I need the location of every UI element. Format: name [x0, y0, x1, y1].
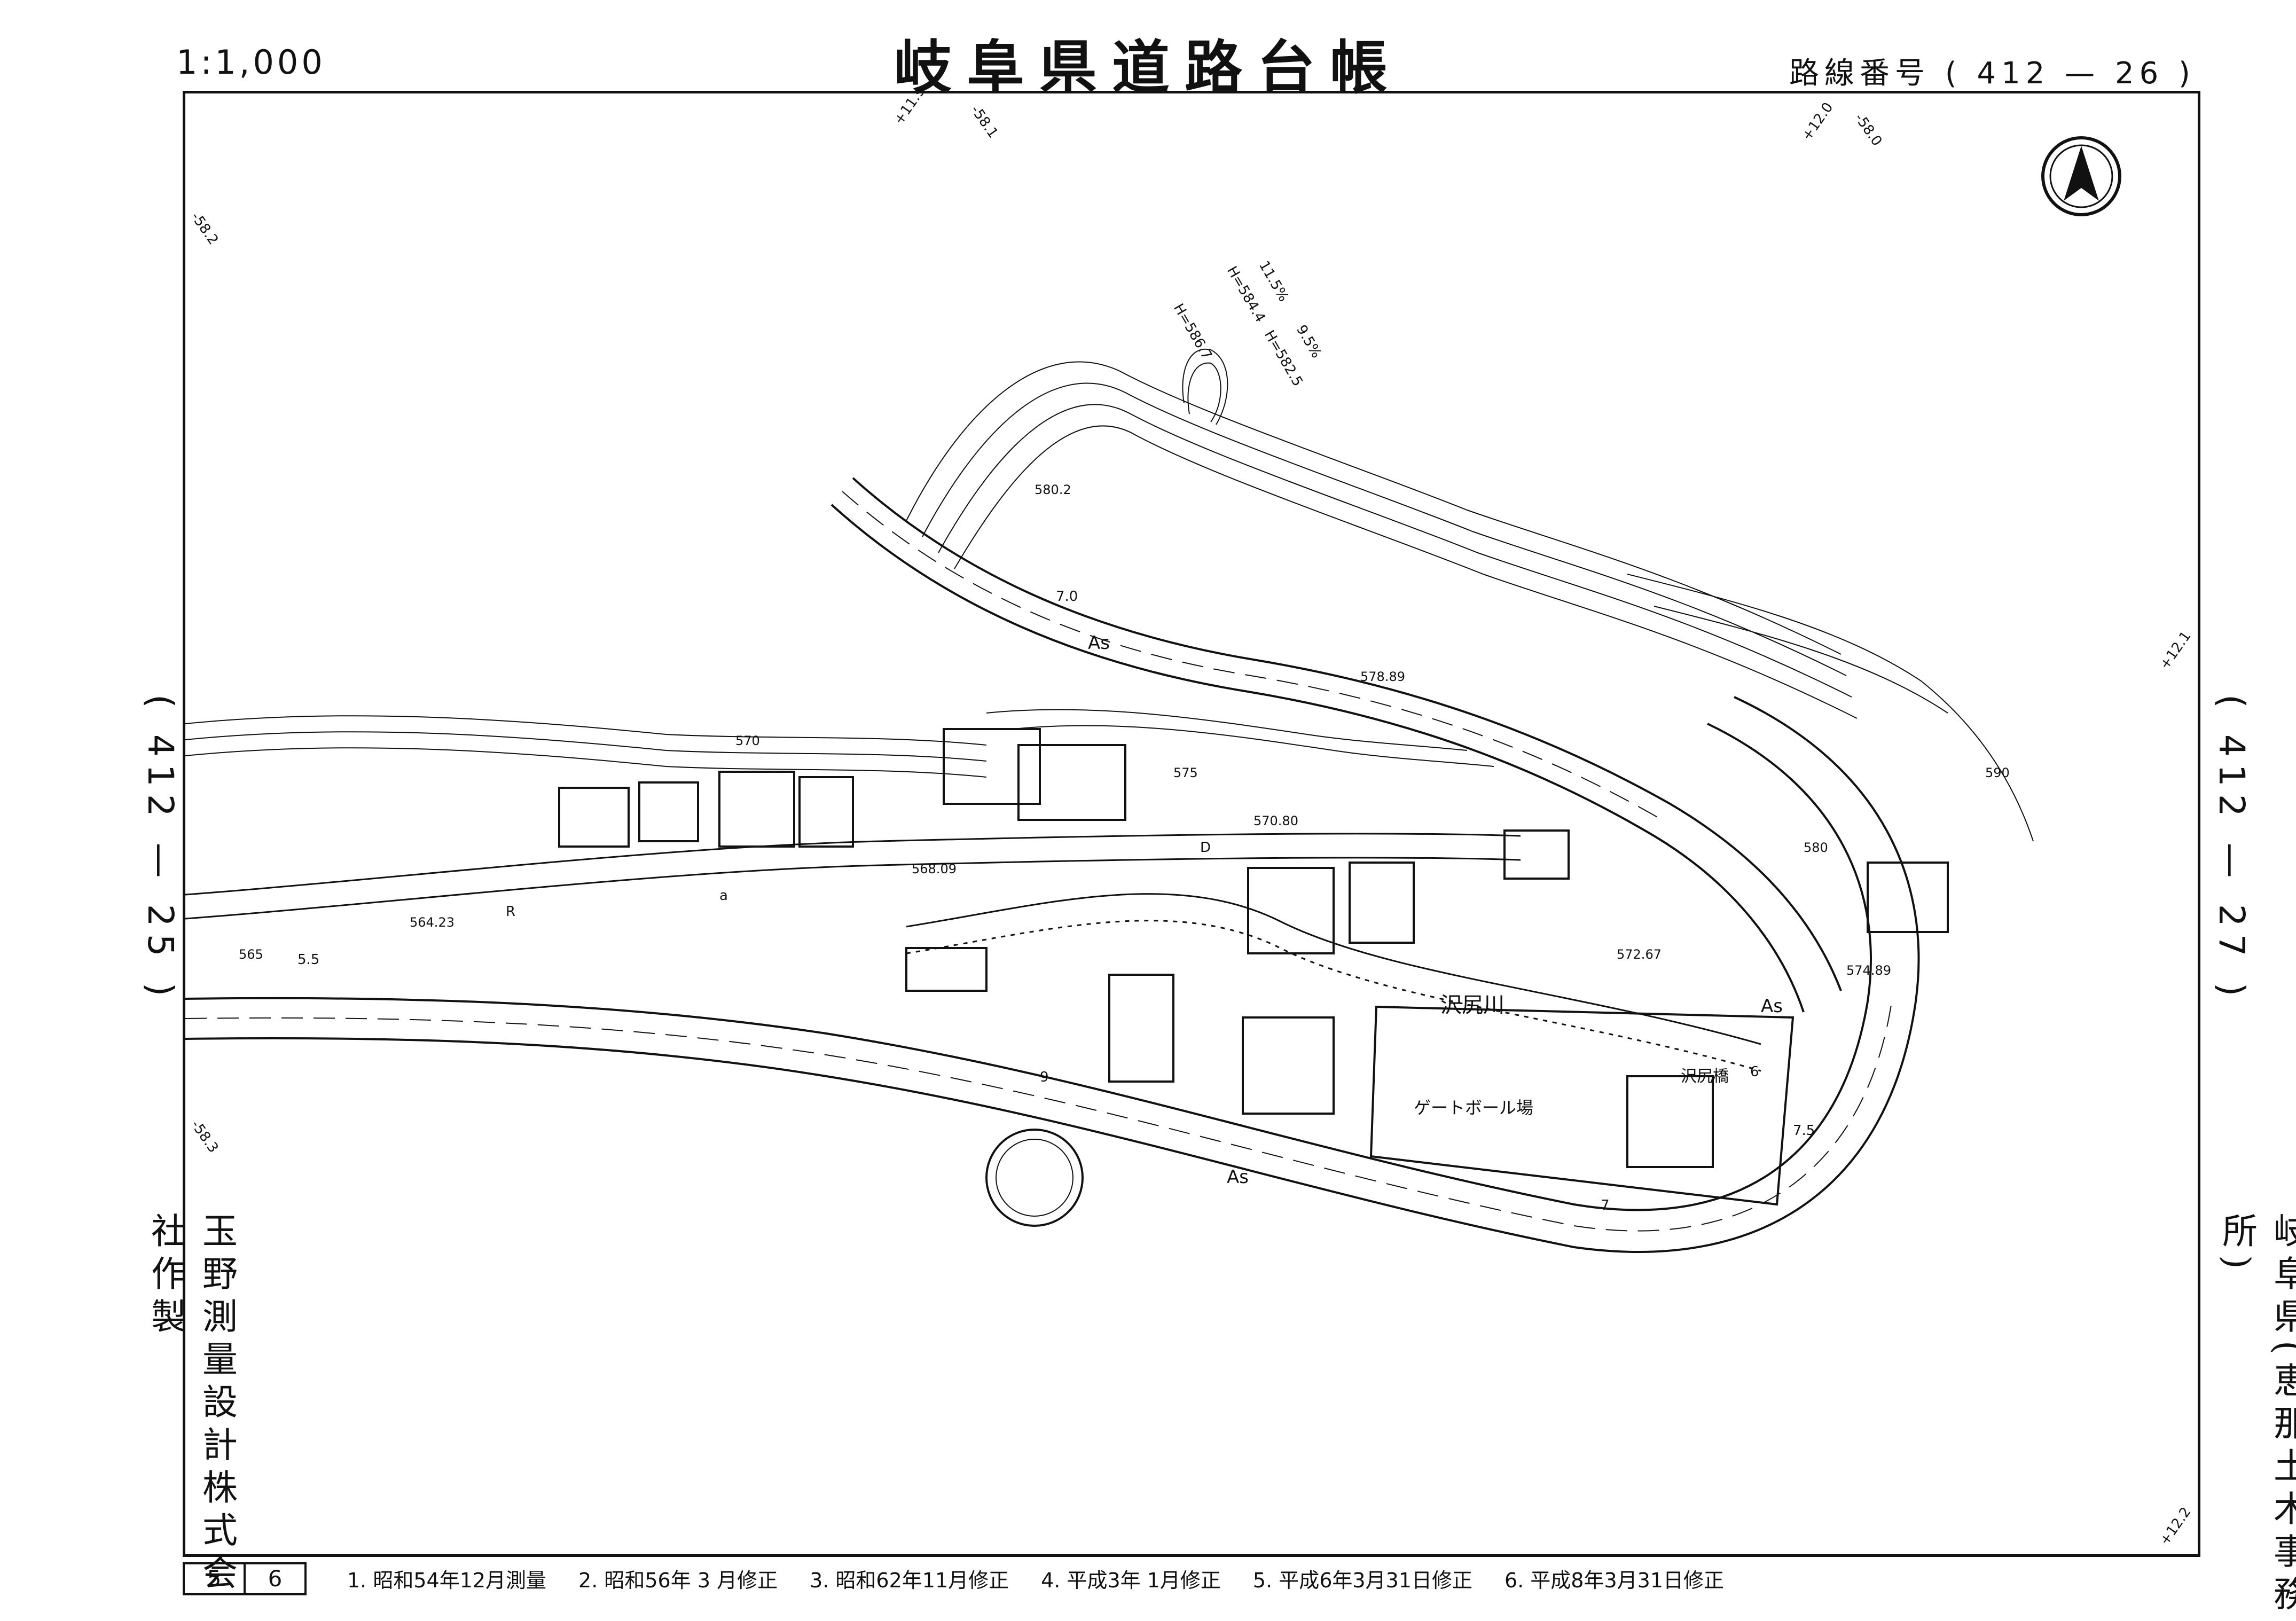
gradient-percent: 9.5% [1293, 323, 1325, 361]
contour-label: 565 [239, 947, 263, 962]
map-labels: 沢尻川 沢尻橋 ゲートボール場 As As As 580.2 578.89 57… [187, 84, 2194, 1548]
elevation-label: 578.89 [1360, 669, 1405, 684]
width-label: 6 [1750, 1064, 1759, 1080]
road-mark: D [1200, 840, 1211, 856]
route-number-value: ( 412 — 26 ) [1945, 56, 2196, 91]
grid-mark: +12.2 [2157, 1505, 2194, 1548]
elevation-label: 564.23 [410, 915, 455, 930]
width-label: 5.5 [297, 952, 319, 968]
width-label: 7.5 [1793, 1123, 1815, 1139]
road-map: 沢尻川 沢尻橋 ゲートボール場 As As As 580.2 578.89 57… [185, 84, 2194, 1548]
route-number: 路線番号 ( 412 — 26 ) [1789, 49, 2196, 92]
page-title: 岐阜県道路台帳 [894, 34, 1402, 101]
elevation-label: 568.09 [912, 862, 957, 876]
bridge-label: 沢尻橋 [1681, 1067, 1729, 1086]
river [906, 893, 1761, 1072]
width-label: 7 [1601, 1197, 1610, 1213]
adjacent-sheet-left: ( 412 — 25 ) [140, 694, 181, 1004]
elevation-label: 570.80 [1253, 813, 1298, 828]
sheet-total: 6 [244, 1564, 304, 1593]
contour-label: 580 [1804, 840, 1828, 855]
map-maker: 玉野測量設計株式会社作製 [145, 1212, 238, 1597]
revision-item: 5. 平成6年3月31日修正 [1252, 1569, 1472, 1592]
contour-label: 570 [735, 733, 760, 748]
revision-item: 3. 昭和62年11月修正 [810, 1569, 1009, 1592]
grid-mark: +11.9 [891, 93, 928, 128]
grid-mark: -58.3 [187, 1117, 221, 1156]
surface-label: As [1088, 632, 1110, 654]
grid-mark: +12.1 [2157, 629, 2194, 672]
gradient-percent: 11.5% [1256, 259, 1291, 305]
sheet-number: 5 [207, 1565, 222, 1592]
surface-label: As [1227, 1166, 1249, 1188]
sheet-number-box: 5 6 [183, 1562, 307, 1595]
revision-item: 4. 平成3年 1月修正 [1041, 1569, 1221, 1592]
field-label: ゲートボール場 [1414, 1098, 1533, 1118]
hill-contours [185, 348, 2034, 842]
revision-item: 2. 昭和56年 3 月修正 [578, 1569, 778, 1592]
map-frame: 沢尻川 沢尻橋 ゲートボール場 As As As 580.2 578.89 57… [183, 84, 2200, 1557]
elevation-label: 580.2 [1035, 482, 1071, 497]
revision-item: 6. 平成8年3月31日修正 [1504, 1569, 1724, 1592]
upper-road [830, 477, 1842, 1013]
road-mark: R [506, 904, 515, 920]
village-road [185, 833, 1521, 920]
issuing-office: 岐阜県(恵那土木事務所) [2216, 1212, 2296, 1618]
contour-label: 590 [1985, 765, 2010, 780]
north-arrow-icon [2041, 136, 2121, 216]
gradient-label: H=586.7 [1170, 301, 1215, 363]
river-label: 沢尻川 [1440, 993, 1504, 1017]
buildings [558, 728, 1949, 1227]
width-label: 7.0 [1056, 589, 1078, 605]
grid-mark: -58.0 [1851, 111, 1885, 149]
surface-label: As [1761, 996, 1783, 1017]
grid-mark: +12.0 [1799, 100, 1836, 144]
grid-mark: -58.1 [967, 103, 1001, 141]
grid-mark: -58.2 [187, 209, 221, 248]
elevation-label: 572.67 [1617, 947, 1662, 962]
revision-item: 1. 昭和54年12月測量 [347, 1569, 547, 1592]
map-scale: 1:1,000 [176, 43, 326, 82]
contour-label: 575 [1173, 765, 1198, 780]
elevation-label: 574.89 [1846, 963, 1891, 978]
road-mark: a [719, 888, 728, 904]
revision-history: 1. 昭和54年12月測量 2. 昭和56年 3 月修正 3. 昭和62年11月… [347, 1564, 1724, 1593]
route-label: 路線番号 [1789, 56, 1930, 91]
adjacent-sheet-right: ( 412 — 27 ) [2211, 694, 2252, 1004]
main-road [185, 696, 1920, 1253]
width-label: 9 [1040, 1069, 1049, 1085]
